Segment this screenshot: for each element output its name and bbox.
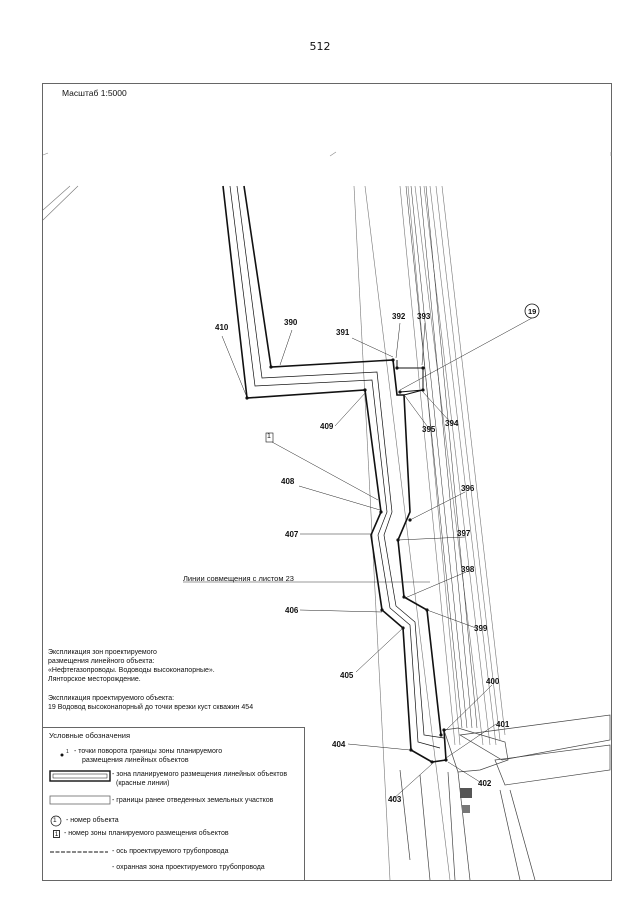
planned-zone-corridor (222, 185, 447, 763)
zone-1-box (265, 432, 274, 443)
point-410: 410 (215, 323, 229, 332)
explication-line: Экспликация зон проектируемого (48, 649, 157, 656)
point-408: 408 (281, 477, 295, 486)
junction-structure (399, 714, 611, 881)
point-400: 400 (486, 677, 500, 686)
point-398: 398 (461, 565, 475, 574)
explication-object-title: Экспликация проектируемого объекта: (48, 695, 175, 702)
legend-title: Условные обозначения (49, 731, 131, 740)
turn-points (245, 358, 448, 764)
legend-turn-points: - точки поворота границы зоны планируемо… (74, 748, 223, 755)
map-frame (42, 83, 612, 881)
point-406: 406 (285, 606, 299, 615)
explication-line: «Нефтегазопроводы. Водоводы высоконапорн… (48, 667, 215, 674)
explication-line: размещения линейного объекта: (48, 658, 155, 665)
point-402: 402 (478, 779, 492, 788)
legend-axis: - ось проектируемого трубопровода (112, 848, 229, 855)
zone-number-icon: 1 (53, 830, 60, 838)
point-390: 390 (284, 318, 298, 327)
point-391: 391 (336, 328, 350, 337)
point-407: 407 (285, 530, 299, 539)
explication-object: Экспликация проектируемого объекта: 19 В… (48, 694, 253, 712)
legend-object-number: - номер объекта (66, 817, 119, 824)
point-394: 394 (445, 419, 459, 428)
combo-line-label: Линии совмещения с листом 23 (183, 574, 294, 583)
explication-line: Лянторское месторождение. (48, 676, 141, 683)
object-number-19: 19 (528, 307, 537, 316)
legend-swatches (49, 753, 111, 853)
point-393: 393 (417, 312, 431, 321)
explication-zones: Экспликация зон проектируемого размещени… (48, 648, 215, 684)
point-392: 392 (392, 312, 406, 321)
point-409: 409 (320, 422, 334, 431)
point-399: 399 (474, 624, 488, 633)
leader-lines (221, 317, 533, 801)
point-396: 396 (461, 484, 475, 493)
point-397: 397 (457, 529, 471, 538)
legend-zone-number: - номер зоны планируемого размещения объ… (64, 830, 229, 837)
page-number: 512 (309, 40, 331, 53)
scale-label: Масштаб 1:5000 (62, 88, 127, 98)
point-401: 401 (496, 720, 510, 729)
object-number-icon: 1 (53, 817, 57, 824)
legend-zone: - зона планируемого размещения линейных … (112, 771, 288, 778)
point-405: 405 (340, 671, 354, 680)
point-395: 395 (422, 425, 436, 434)
zone-number-1: 1 (267, 433, 271, 440)
turn-point-icon: 1 (66, 749, 69, 755)
legend-prev-boundaries: - границы ранее отведенных земельных уча… (112, 797, 274, 804)
legend-box (43, 727, 305, 880)
point-404: 404 (332, 740, 346, 749)
legend-protection: - охранная зона проектируемого трубопров… (112, 864, 265, 871)
existing-pipelines (405, 185, 478, 729)
point-403: 403 (388, 795, 402, 804)
legend-turn-points-2: размещения линейных объектов (82, 757, 189, 764)
object-19-circle (524, 303, 540, 319)
explication-object-item: 19 Водовод высоконапорный до точки врезк… (48, 704, 254, 711)
legend-zone-2: (красные линии) (116, 780, 170, 787)
